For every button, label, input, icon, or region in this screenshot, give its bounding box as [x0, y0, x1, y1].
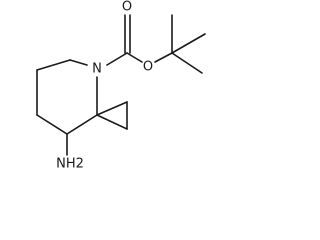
bond-ring-c4-spiro	[66, 114, 98, 135]
bond-cyclopropane-3	[96, 114, 128, 130]
chemical-structure: N O O NH2	[36, 0, 206, 172]
amine-label: NH2	[56, 157, 84, 172]
bond-tbu-methyl-right	[171, 33, 206, 54]
ring-nitrogen-label: N	[92, 62, 102, 77]
bond-ester-o-tbu	[154, 52, 173, 63]
ester-oxygen-label: O	[143, 60, 153, 75]
bond-n-carbonyl	[106, 52, 128, 66]
bond-tbu-methyl-bottom	[171, 52, 203, 74]
bond-ring-n-c1	[69, 59, 88, 66]
bond-cyclopropane-1	[96, 101, 128, 116]
bond-carbonyl-ester-o	[126, 52, 143, 63]
carbonyl-oxygen-label: O	[122, 0, 132, 15]
bond-ring-c3-c4	[36, 114, 68, 135]
bond-ring-c1-c2	[36, 59, 71, 71]
